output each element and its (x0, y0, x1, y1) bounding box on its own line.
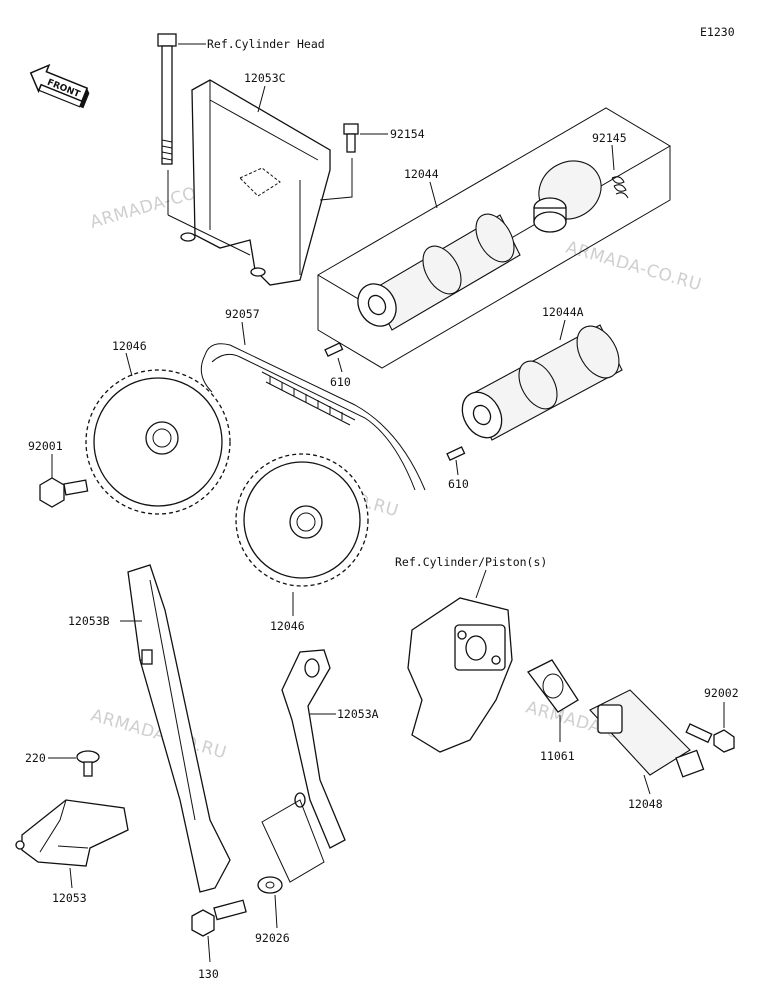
label-12053: 12053 (52, 891, 87, 905)
label-610-bottom: 610 (448, 477, 469, 491)
label-220: 220 (25, 751, 46, 765)
chain-guide-12053b (127, 564, 231, 893)
camshaft-12044 (357, 213, 521, 331)
label-610-top: 610 (330, 375, 351, 389)
chain-guide-bracket (167, 79, 353, 286)
label-12044: 12044 (404, 167, 439, 181)
label-12053a: 12053A (337, 707, 379, 721)
label-92026: 92026 (255, 931, 290, 945)
label-92154: 92154 (390, 127, 425, 141)
bolt-92001 (39, 477, 89, 508)
cam-sprocket-top (85, 369, 231, 515)
camshaft-12044a (461, 324, 623, 441)
bolt-130 (191, 899, 247, 937)
watermark: ARMADA-CO.RU (564, 238, 704, 296)
cylinder-head-bolt (157, 33, 177, 165)
front-arrow-icon: FRONT (29, 63, 90, 109)
label-ref-cylinder-piston: Ref.Cylinder/Piston(s) (395, 555, 547, 569)
decompressor-assembly (533, 160, 629, 233)
chain-guide-12053a (281, 649, 346, 849)
cylinder-fragment (407, 597, 513, 753)
label-11061: 11061 (540, 749, 575, 763)
label-12044a: 12044A (542, 305, 584, 319)
label-12046-top: 12046 (112, 339, 147, 353)
label-12053b: 12053B (68, 614, 110, 628)
label-92057: 92057 (225, 307, 260, 321)
screw-220 (76, 750, 100, 777)
label-12048: 12048 (628, 797, 663, 811)
label-12046-bottom: 12046 (270, 619, 305, 633)
chain-guide-12053 (15, 799, 129, 867)
diagram-code: E1230 (700, 25, 735, 39)
dowel-pin-top (324, 342, 344, 357)
cam-chain (200, 343, 426, 491)
washer-92026 (257, 876, 283, 894)
dowel-pin-bottom (446, 446, 466, 461)
cam-chain-tensioner (589, 689, 705, 778)
label-12053c: 12053C (244, 71, 286, 85)
label-ref-cylinder-head: Ref.Cylinder Head (207, 37, 325, 51)
label-92001: 92001 (28, 439, 63, 453)
washer-callout (261, 799, 325, 883)
cam-sprocket-bottom (235, 453, 369, 587)
tensioner-gasket (527, 659, 579, 713)
label-130: 130 (198, 967, 219, 981)
label-92145: 92145 (592, 131, 627, 145)
bolt-92154 (343, 123, 359, 153)
label-92002: 92002 (704, 686, 739, 700)
bolt-92002 (685, 723, 735, 753)
